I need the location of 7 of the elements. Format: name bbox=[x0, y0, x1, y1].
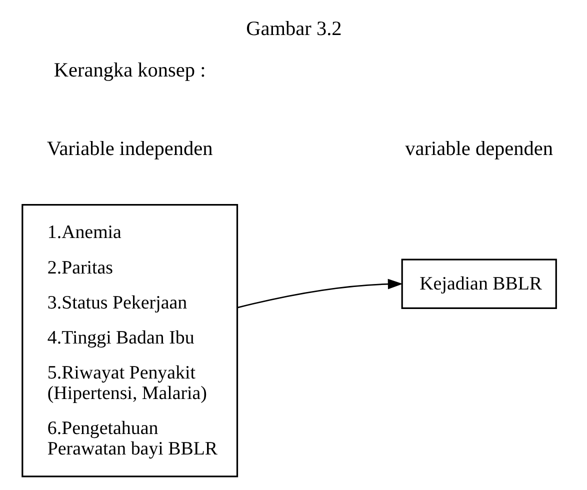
diagram-title: Gambar 3.2 bbox=[246, 18, 342, 40]
node-box: Kejadian BBLR bbox=[400, 258, 556, 309]
node-box: 1.Anemia 2.Paritas 3.Status Pekerjaan 4.Tinggi Badan Ibu 5.Riwayat Penyakit (Hipertensi, Malaria) 6.Pengetahuan Perawatan bayi BBLR bbox=[21, 204, 238, 478]
label: Kerangka konsep : bbox=[53, 59, 206, 82]
label: Variable independen bbox=[46, 138, 212, 160]
arrow bbox=[237, 278, 402, 308]
label: variable dependen bbox=[404, 138, 553, 160]
